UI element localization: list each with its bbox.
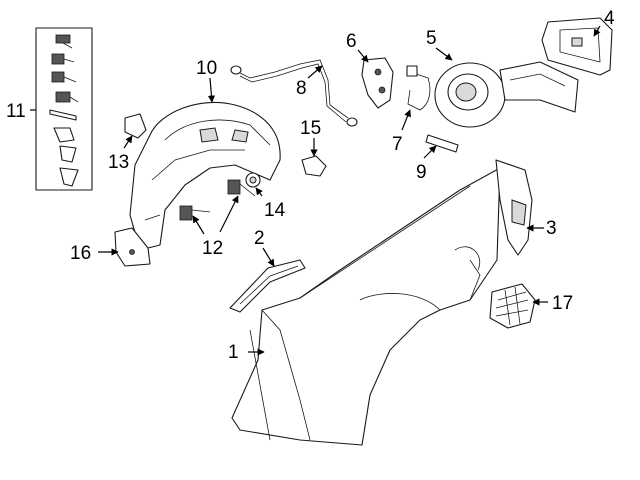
wheel-house-liner [129, 101, 281, 251]
quarter-panel [231, 167, 501, 446]
callout-12: 12 [202, 238, 223, 259]
release-cable [406, 65, 431, 111]
nut [245, 172, 261, 188]
callout-8: 8 [296, 78, 307, 99]
callout-3: 3 [546, 218, 557, 239]
callout-13: 13 [108, 152, 129, 173]
callout-9: 9 [416, 162, 427, 183]
callout-15: 15 [300, 118, 321, 139]
callout-10: 10 [196, 58, 217, 79]
fuel-filler-housing [434, 61, 579, 128]
leader-lines [30, 25, 601, 356]
callout-4: 4 [604, 8, 615, 29]
side-bracket [495, 159, 533, 256]
retainer-clip [124, 113, 147, 139]
callout-1: 1 [228, 342, 239, 363]
bolt-pair [179, 179, 256, 221]
callout-14: 14 [264, 200, 286, 221]
callout-5: 5 [426, 28, 437, 49]
callout-17: 17 [552, 293, 573, 314]
trim-strip [229, 259, 306, 313]
fuel-door [541, 17, 613, 76]
callout-6: 6 [346, 31, 357, 52]
fastener-kit-box [35, 27, 93, 191]
push-clip [301, 155, 327, 177]
rubber-plug [425, 134, 459, 153]
callout-2: 2 [254, 228, 265, 249]
callout-16: 16 [70, 243, 91, 264]
callout-7: 7 [392, 134, 403, 155]
callout-11: 11 [6, 101, 26, 122]
vent-grille [489, 283, 536, 329]
drain-hose [230, 59, 358, 127]
door-actuator [361, 57, 394, 109]
